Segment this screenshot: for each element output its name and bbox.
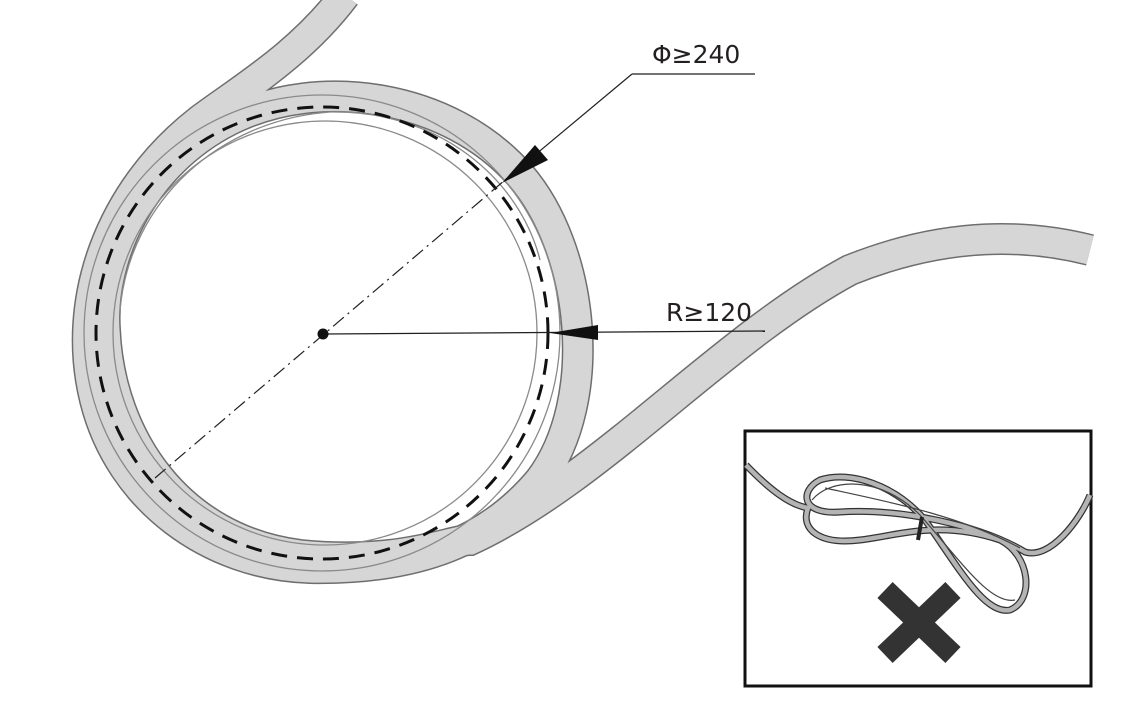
coiled-cable [71, 0, 1094, 585]
center-point [317, 328, 329, 340]
diameter-label: Φ≥240 [652, 40, 740, 69]
x-mark-icon [877, 582, 961, 663]
radius-arrowhead [550, 325, 598, 340]
diameter-arrowhead [502, 145, 548, 183]
radius-label: R≥120 [666, 298, 752, 327]
tangled-cable [743, 462, 1094, 614]
inset-wrong-example [743, 429, 1094, 688]
